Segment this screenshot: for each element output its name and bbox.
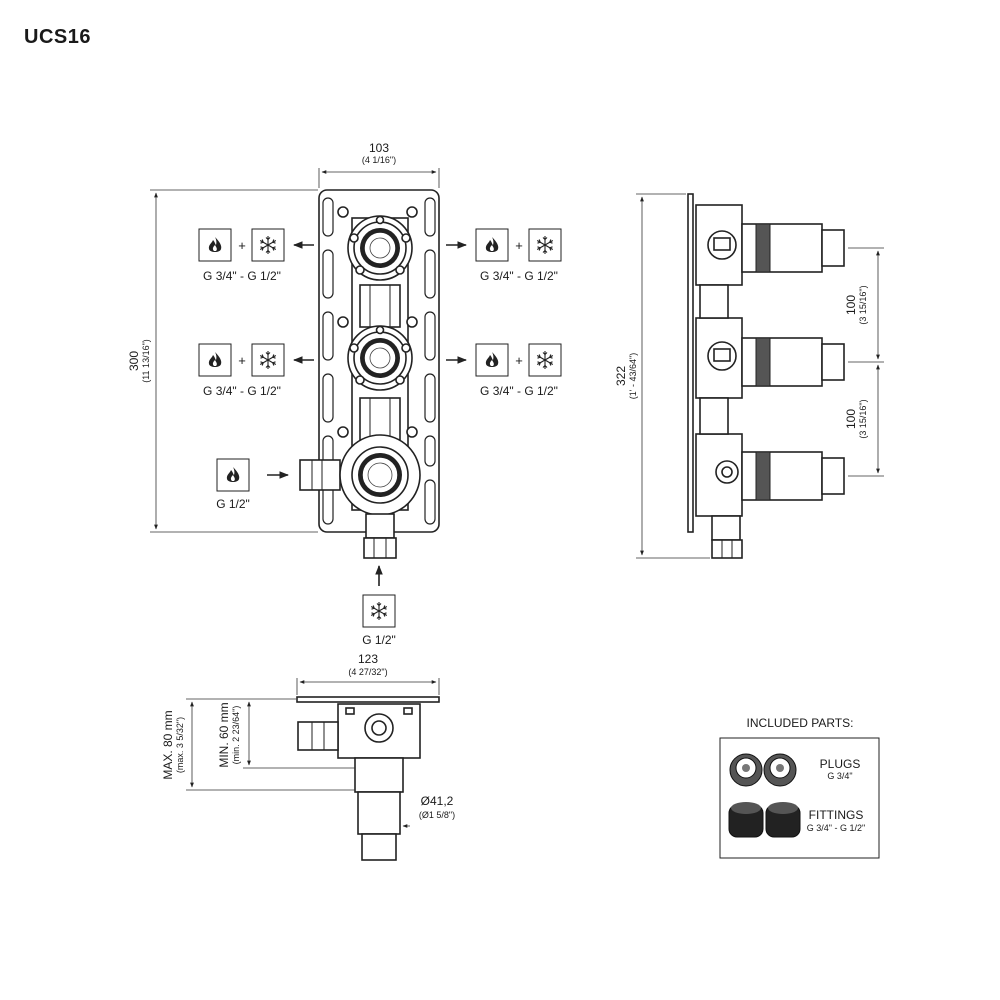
snowflake-icon [536,350,554,370]
svg-text:+: + [515,353,523,368]
flame-icon [485,237,499,252]
front-view: 103 (4 1/16") 300 (11 13/16") [127,141,440,559]
fittings-label: FITTINGS [809,808,864,822]
included-parts-heading: INCLUDED PARTS: [747,716,854,730]
plugs-label: PLUGS [820,757,861,771]
snowflake-icon [370,601,388,621]
upper-right-connection-label: G 3/4" - G 1/2" [480,269,558,283]
diameter-dim-imperial: (Ø1 5/8") [419,810,455,820]
upper-left-connection-label: G 3/4" - G 1/2" [203,269,281,283]
diameter-dim: Ø41,2 [421,794,454,808]
snowflake-icon [259,235,277,255]
top-width-dim: 123 [358,652,378,666]
connection-middle-left: + G 3/4" - G 1/2" [198,343,314,398]
max-depth-dim: MAX. 80 mm [161,710,175,779]
snowflake-icon [536,235,554,255]
connection-upper-right: + G 3/4" - G 1/2" [446,228,562,283]
hot-inlet-label: G 1/2" [216,497,250,511]
min-depth-dim: MIN. 60 mm [217,702,231,767]
upper-valve [347,215,413,281]
top-width-dim-imperial: (4 27/32") [348,667,387,677]
side-spacing-top-imperial: (3 15/16") [858,285,868,324]
side-spacing-bottom-imperial: (3 15/16") [858,399,868,438]
flame-icon [208,352,222,367]
bottom-valve [299,434,421,516]
flame-icon [485,352,499,367]
front-width-dim: 103 [369,141,389,155]
connection-upper-left: + G 3/4" - G 1/2" [198,228,314,283]
plugs-size: G 3/4" [827,771,852,781]
svg-text:+: + [238,238,246,253]
flame-icon [226,467,240,482]
side-height-dim: 322 [614,366,628,386]
side-view: 322 (1' - 43/64") 100 (3 15/16") 100 (3 … [614,193,884,559]
side-spacing-bottom: 100 [844,409,858,429]
side-plate [687,193,694,533]
side-height-dim-imperial: (1' - 43/64") [628,353,638,399]
middle-valve [347,325,413,391]
top-view: 123 (4 27/32") MAX. 80 mm (max. 3 5/32")… [161,652,455,861]
fittings-size: G 3/4" - G 1/2" [807,823,865,833]
middle-right-connection-label: G 3/4" - G 1/2" [480,384,558,398]
top-plate [296,696,440,703]
max-depth-dim-imperial: (max. 3 5/32") [175,717,185,773]
side-spacing-top: 100 [844,295,858,315]
included-parts-panel: INCLUDED PARTS: PLUGS G 3/4" FITTINGS G … [719,716,880,859]
flame-icon [208,237,222,252]
plugs-icon [729,753,797,787]
svg-text:+: + [238,353,246,368]
front-height-dim: 300 [127,351,141,371]
svg-text:+: + [515,238,523,253]
cold-inlet-stub [363,513,397,559]
front-width-dim-imperial: (4 1/16") [362,155,396,165]
front-height-dim-imperial: (11 13/16") [141,339,151,383]
plate-slots [322,197,436,525]
min-depth-dim-imperial: (min. 2 23/64") [231,706,241,765]
drawing-title: UCS16 [24,26,91,48]
connection-cold-inlet: G 1/2" [362,565,396,647]
snowflake-icon [259,350,277,370]
connection-hot-inlet: G 1/2" [216,458,289,511]
cold-inlet-label: G 1/2" [362,633,396,647]
connection-middle-right: + G 3/4" - G 1/2" [446,343,562,398]
fittings-icon [728,802,801,838]
middle-left-connection-label: G 3/4" - G 1/2" [203,384,281,398]
